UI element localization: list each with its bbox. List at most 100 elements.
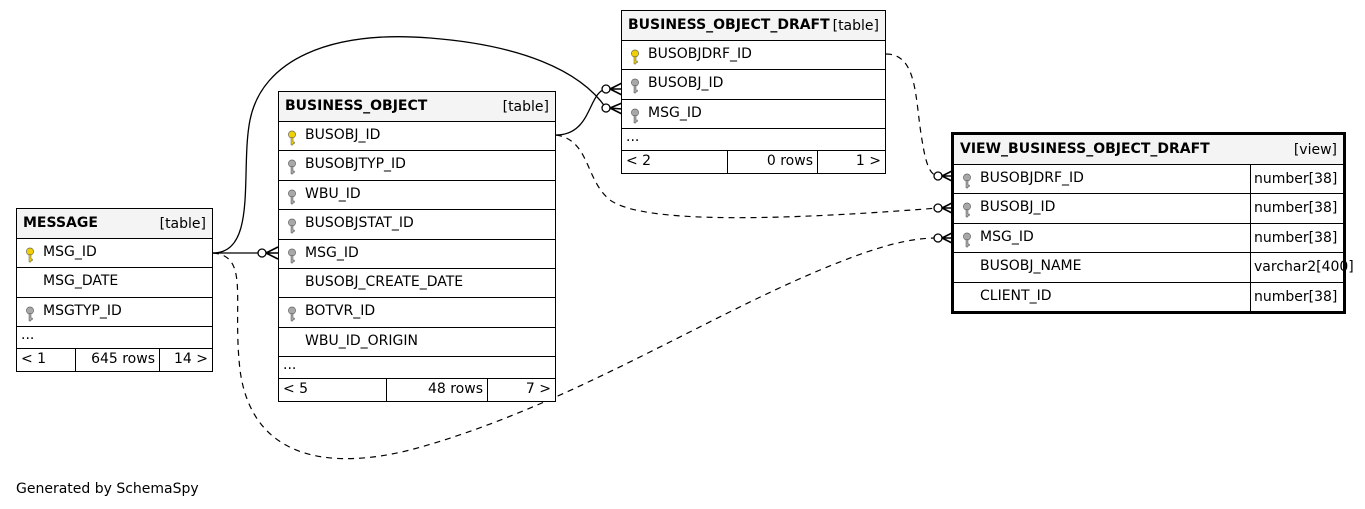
row-count: 48 rows	[387, 379, 488, 402]
column-type: varchar2[400]	[1250, 253, 1354, 282]
column-row[interactable]: BUSOBJ_ID	[622, 70, 885, 100]
table-kind: [table]	[832, 18, 879, 34]
link-busobj-view	[555, 134, 939, 219]
table-kind: [table]	[502, 99, 549, 115]
column-name: BUSOBJ_ID	[648, 75, 724, 92]
foreign-key-icon	[631, 78, 639, 94]
column-name: BOTVR_ID	[305, 303, 376, 320]
column-row[interactable]: BUSOBJ_CREATE_DATE	[279, 269, 555, 299]
column-row[interactable]: BUSOBJ_ID number[38]	[954, 194, 1343, 224]
foreign-key-icon	[288, 306, 296, 322]
column-type: number[38]	[1250, 165, 1343, 194]
column-name: BUSOBJSTAT_ID	[305, 215, 414, 232]
primary-key-icon	[26, 247, 34, 263]
crows-foot	[265, 246, 279, 260]
view-name[interactable]: VIEW_BUSINESS_OBJECT_DRAFT	[960, 141, 1210, 157]
column-type: number[38]	[1250, 194, 1343, 223]
foreign-key-icon	[26, 306, 34, 322]
table-footer: < 5 48 rows 7 >	[279, 379, 555, 402]
table-header: BUSINESS_OBJECT_DRAFT [table]	[622, 11, 885, 41]
column-name: MSGTYP_ID	[43, 302, 122, 319]
column-type: number[38]	[1250, 223, 1343, 253]
table-business-object-draft[interactable]: BUSINESS_OBJECT_DRAFT [table] BUSOBJDRF_…	[621, 10, 886, 175]
foreign-key-icon	[963, 202, 971, 218]
column-name: WBU_ID	[305, 185, 361, 202]
link-message-view	[212, 237, 939, 460]
row-count: 645 rows	[76, 349, 160, 372]
column-name: BUSOBJ_ID	[305, 127, 381, 143]
column-name: BUSOBJ_NAME	[980, 258, 1082, 275]
foreign-key-icon	[288, 159, 296, 175]
parents-link[interactable]: < 5	[279, 379, 387, 402]
parents-link[interactable]: < 2	[622, 151, 728, 174]
column-name: BUSOBJ_CREATE_DATE	[305, 273, 464, 290]
more-columns: ...	[279, 357, 555, 380]
foreign-key-icon	[288, 189, 296, 205]
column-name: BUSOBJDRF_ID	[980, 170, 1084, 186]
crows-foot	[609, 82, 623, 96]
row-count: 0 rows	[728, 151, 818, 174]
column-row[interactable]: MSGTYP_ID	[17, 298, 212, 328]
table-header: MESSAGE [table]	[17, 209, 212, 239]
table-name[interactable]: BUSINESS_OBJECT_DRAFT	[628, 17, 830, 33]
column-row[interactable]: BUSOBJSTAT_ID	[279, 210, 555, 240]
children-link[interactable]: 1 >	[855, 153, 881, 170]
column-row[interactable]: WBU_ID_ORIGIN	[279, 328, 555, 358]
table-name[interactable]: BUSINESS_OBJECT	[285, 98, 428, 114]
column-row[interactable]: MSG_ID	[622, 100, 885, 130]
optional-circle	[933, 171, 943, 181]
view-header: VIEW_BUSINESS_OBJECT_DRAFT [view]	[954, 135, 1343, 165]
column-row[interactable]: BUSOBJTYP_ID	[279, 151, 555, 181]
column-row[interactable]: MSG_ID number[38]	[954, 223, 1343, 254]
view-kind: [view]	[1293, 142, 1337, 158]
foreign-key-icon	[288, 218, 296, 234]
table-name[interactable]: MESSAGE	[23, 215, 98, 231]
foreign-key-icon	[963, 173, 971, 189]
column-row[interactable]: BUSOBJ_ID	[279, 122, 555, 152]
column-name: MSG_ID	[980, 228, 1034, 245]
column-row[interactable]: MSG_ID	[17, 239, 212, 269]
column-name: MSG_ID	[305, 244, 359, 261]
parents-link[interactable]: < 1	[17, 349, 76, 372]
table-footer: < 1 645 rows 14 >	[17, 349, 212, 372]
column-name: MSG_DATE	[43, 273, 119, 290]
column-row[interactable]: BOTVR_ID	[279, 298, 555, 328]
column-list: BUSOBJ_ID BUSOBJTYP_ID WBU_ID BUSOBJSTAT_ID…	[279, 122, 555, 358]
column-name: CLIENT_ID	[980, 287, 1052, 304]
children-link[interactable]: 7 >	[525, 381, 551, 398]
column-row[interactable]: WBU_ID	[279, 181, 555, 211]
link-message-draft-msg	[212, 36, 607, 254]
more-columns: ...	[622, 129, 885, 152]
view-business-object-draft[interactable]: VIEW_BUSINESS_OBJECT_DRAFT [view] BUSOBJ…	[951, 132, 1354, 314]
column-row[interactable]: BUSOBJ_NAME varchar2[400]	[954, 253, 1354, 283]
column-row[interactable]: MSG_ID	[279, 240, 555, 269]
more-columns: ...	[17, 327, 212, 350]
optional-circle	[601, 103, 611, 113]
column-row[interactable]: MSG_DATE	[17, 268, 212, 298]
crows-foot	[609, 102, 623, 115]
column-list: MSG_ID MSG_DATE MSGTYP_ID	[17, 239, 212, 328]
column-name: WBU_ID_ORIGIN	[305, 332, 418, 349]
foreign-key-icon	[288, 248, 296, 263]
primary-key-icon	[288, 130, 296, 146]
table-business-object[interactable]: BUSINESS_OBJECT [table] BUSOBJ_ID BUSOBJT…	[278, 91, 556, 403]
column-name: BUSOBJTYP_ID	[305, 156, 406, 173]
table-kind: [table]	[159, 216, 206, 232]
column-list: BUSOBJDRF_ID BUSOBJ_ID MSG_ID	[622, 41, 885, 130]
column-row[interactable]: BUSOBJDRF_ID number[38]	[954, 165, 1343, 195]
optional-circle	[933, 203, 943, 213]
table-header: BUSINESS_OBJECT [table]	[279, 92, 555, 122]
table-footer: < 2 0 rows 1 >	[622, 151, 885, 174]
column-name: BUSOBJ_ID	[980, 199, 1056, 216]
children-link[interactable]: 14 >	[174, 351, 208, 368]
column-row[interactable]: BUSOBJDRF_ID	[622, 41, 885, 71]
foreign-key-icon	[963, 232, 971, 248]
optional-circle	[933, 233, 943, 243]
optional-circle	[257, 248, 267, 258]
column-name: MSG_ID	[648, 104, 702, 121]
link-busobj-draft	[555, 88, 607, 136]
foreign-key-icon	[631, 108, 639, 124]
